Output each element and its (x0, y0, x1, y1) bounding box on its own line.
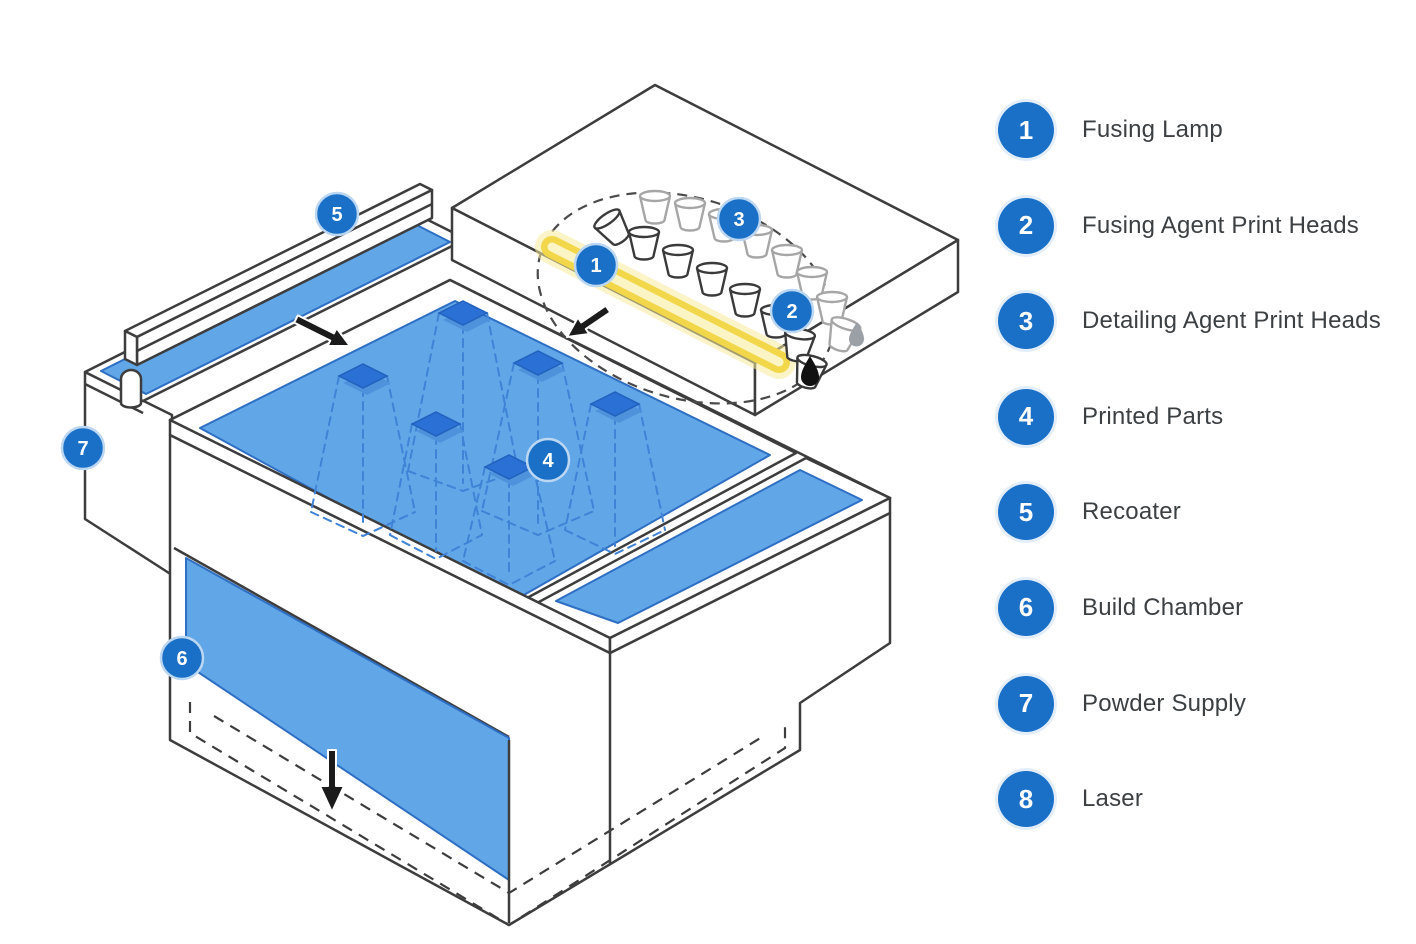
diagram-badge-fusing-lamp: 1 (573, 242, 619, 288)
printed-part-diamonds (337, 300, 643, 486)
legend-item-recoater: 5 Recoater (998, 484, 1398, 541)
legend-item-build-chamber: 6 Build Chamber (998, 579, 1398, 636)
platform-down-arrow-icon (319, 749, 345, 813)
printed-parts-group (293, 300, 666, 587)
legend-label: Recoater (1082, 498, 1181, 526)
badge-number: 3 (733, 209, 744, 231)
build-unit-body (168, 433, 892, 927)
diagram-badges: 1 2 3 4 5 6 7 (60, 191, 815, 681)
legend-badge: 4 (998, 388, 1054, 445)
part-projection-dashes (462, 466, 556, 587)
legend-badge: 8 (998, 771, 1054, 828)
badge-number: 6 (176, 648, 187, 670)
badge-number: 5 (331, 204, 342, 226)
legend-label: Powder Supply (1082, 689, 1247, 717)
legend-item-printed-parts: 4 Printed Parts (998, 388, 1398, 445)
legend: 1 Fusing Lamp 2 Fusing Agent Print Heads… (998, 102, 1398, 867)
part-projection-dashes (564, 403, 666, 556)
legend-badge: 2 (998, 197, 1054, 254)
legend-badge: 7 (998, 675, 1054, 732)
print-carriage (450, 83, 960, 417)
detailing-agent-droplet-icon (849, 322, 864, 347)
legend-item-laser: 8 Laser (998, 771, 1398, 828)
part-projection-dashes (481, 362, 595, 537)
fusing-agent-droplet-icon (801, 356, 819, 386)
legend-item-fusing-agent-print-heads: 2 Fusing Agent Print Heads (998, 197, 1398, 254)
lowered-platform-dashed-outline (188, 702, 787, 927)
badge-number: 4 (542, 450, 554, 472)
part-projection-dashes (389, 423, 483, 561)
lowered-platform-dashed-inner (213, 715, 763, 895)
legend-label: Fusing Agent Print Heads (1082, 211, 1359, 239)
carriage-direction-arrow-icon (566, 304, 612, 338)
recoater-direction-arrow-icon (293, 314, 351, 347)
badge-number: 1 (590, 255, 601, 277)
legend-item-fusing-lamp: 1 Fusing Lamp (998, 102, 1398, 158)
legend-label: Printed Parts (1082, 402, 1224, 430)
recoater-rail-groove-line (136, 202, 433, 353)
diagram-badge-detailing-agent: 3 (716, 196, 762, 242)
diagram-badge-fusing-agent: 2 (769, 288, 815, 334)
legend-label: Build Chamber (1082, 593, 1244, 621)
legend-badge: 1 (998, 102, 1054, 158)
diagram-badge-powder-supply: 7 (60, 425, 106, 471)
legend-badge: 3 (998, 293, 1054, 350)
chamber-opening-edge (173, 546, 510, 739)
legend-label: Laser (1082, 785, 1144, 813)
recoater-rail-end (123, 329, 139, 367)
recoater-roller (119, 368, 143, 409)
badge-number: 7 (77, 438, 88, 460)
legend-label: Detailing Agent Print Heads (1082, 307, 1381, 335)
top-lip-right (608, 496, 892, 655)
legend-item-detailing-agent-print-heads: 3 Detailing Agent Print Heads (998, 293, 1398, 350)
badge-number: 2 (786, 301, 797, 323)
diagram-badge-build-chamber: 6 (159, 635, 205, 681)
diagram-badge-recoater: 5 (314, 191, 360, 237)
powder-supply-unit (83, 182, 468, 577)
right-tray-powder-surface (555, 469, 863, 624)
legend-badge: 5 (998, 484, 1054, 541)
legend-label: Fusing Lamp (1082, 116, 1223, 143)
legend-badge: 6 (998, 579, 1054, 636)
legend-item-powder-supply: 7 Powder Supply (998, 675, 1398, 732)
part-projection-dashes (310, 375, 416, 538)
diagram-badge-printed-parts: 4 (525, 437, 571, 483)
